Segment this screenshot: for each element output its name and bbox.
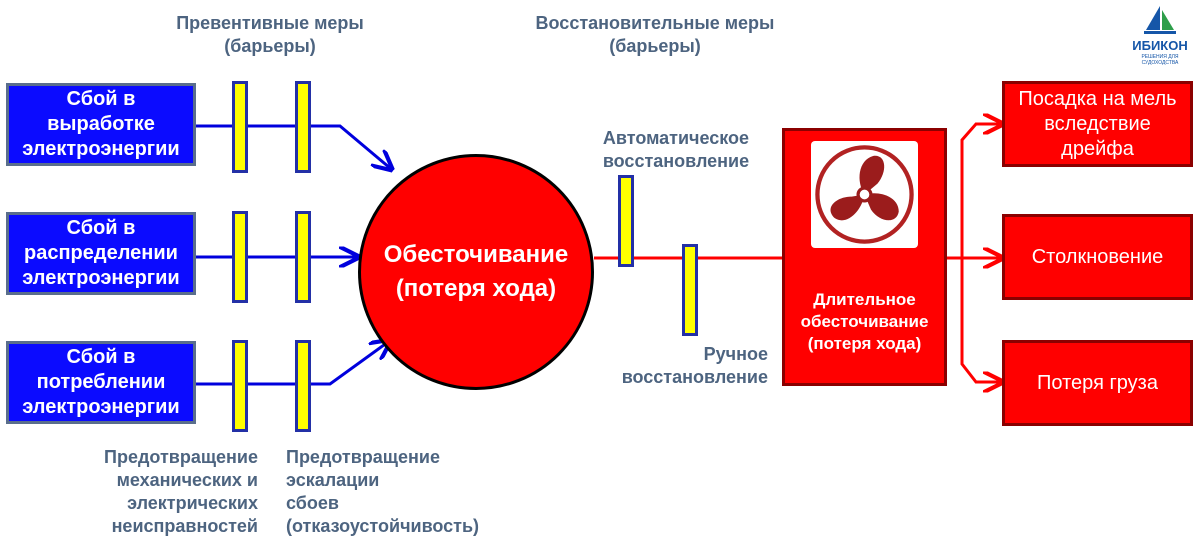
connector-cause-3 [196,342,388,386]
outcome-cargo-loss: Потеря груза [1002,340,1193,426]
sail-logo-icon [1144,6,1176,34]
label-prevent-mech: Предотвращение механических и электричес… [104,447,258,536]
barrier-prevent-mech-1 [232,81,248,173]
logo-tagline: РЕШЕНИЯ ДЛЯ СУДОХОДСТВА [1141,54,1179,66]
escalation-prolonged-blackout: Длительное обесточивание (потеря хода) [782,128,947,386]
label-recovery: Восстановительные меры (барьеры) [535,13,775,56]
logo: ИБИКОН РЕШЕНИЯ ДЛЯ СУДОХОДСТВА [1124,4,1196,66]
connector-cause-1 [196,124,390,168]
outcome-collision: Столкновение [1002,214,1193,300]
fan-icon [811,141,918,248]
barrier-prevent-esc-3 [295,340,311,432]
escalation-text: Длительное обесточивание (потеря хода) [800,290,929,353]
barrier-prevent-mech-3 [232,340,248,432]
cause-consumption: Сбой в потреблении электроэнергии [6,341,196,424]
barrier-prevent-esc-2 [295,211,311,303]
outcome-grounding: Посадка на мель вследствие дрейфа [1002,81,1193,167]
logo-name: ИБИКОН [1132,38,1188,53]
cause-distribution: Сбой в распределении электроэнергии [6,212,196,295]
barrier-prevent-mech-2 [232,211,248,303]
label-auto-recovery: Автоматическое восстановление [602,128,750,171]
label-prevent-esc: Предотвращение эскалации сбоев (отказоус… [286,447,480,536]
barrier-prevent-esc-1 [295,81,311,173]
connector-outcome-3 [960,258,1000,382]
barrier-auto-recovery [618,175,634,267]
label-manual-recovery: Ручное восстановление [621,344,768,387]
barrier-manual-recovery [682,244,698,336]
cause-generation: Сбой в выработке электроэнергии [6,83,196,166]
event-blackout: Обесточивание (потеря хода) [358,154,594,390]
label-preventive: Превентивные меры (барьеры) [176,13,364,56]
connector-outcome-1 [960,124,1000,258]
